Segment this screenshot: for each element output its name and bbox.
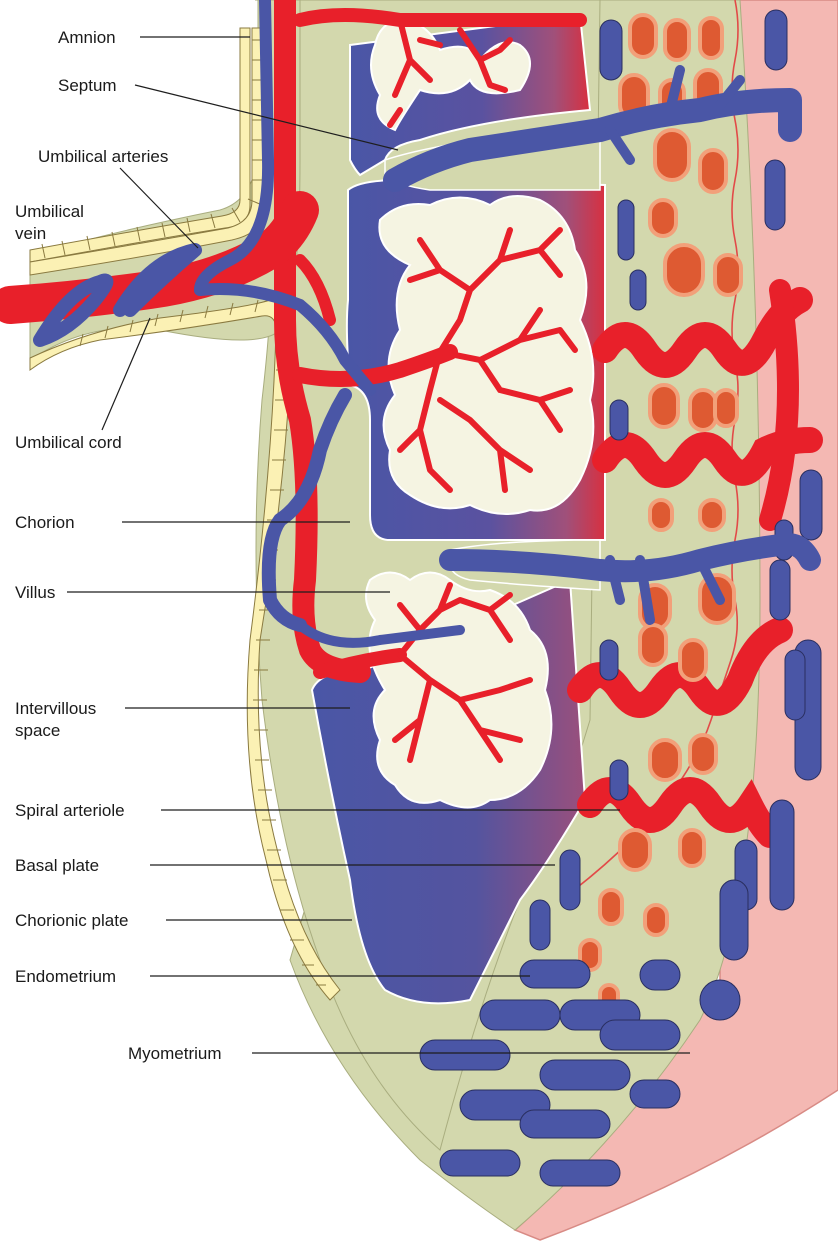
- label-chorionic-plate: Chorionic plate: [15, 910, 128, 932]
- label-myometrium: Myometrium: [128, 1043, 222, 1065]
- label-chorion: Chorion: [15, 512, 75, 534]
- label-intervillous-space: Intervillous space: [15, 698, 96, 742]
- label-septum: Septum: [58, 75, 117, 97]
- label-endometrium: Endometrium: [15, 966, 116, 988]
- label-umbilical-vein: Umbilical vein: [15, 201, 84, 245]
- label-umbilical-cord: Umbilical cord: [15, 432, 122, 454]
- label-spiral-arteriole: Spiral arteriole: [15, 800, 125, 822]
- label-umbilical-arteries: Umbilical arteries: [38, 146, 168, 168]
- label-villus: Villus: [15, 582, 55, 604]
- label-amnion: Amnion: [58, 27, 116, 49]
- label-basal-plate: Basal plate: [15, 855, 99, 877]
